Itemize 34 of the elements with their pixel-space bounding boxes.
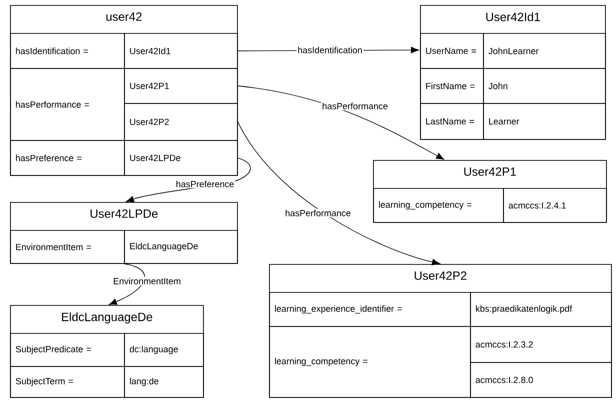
value-cell: User42P1: [124, 68, 238, 104]
value-cell: John: [483, 68, 606, 104]
attribute-cell: SubjectTerm =: [10, 366, 125, 398]
value-cell: User42LPDe: [124, 140, 238, 176]
edge-label: hasPerformance: [284, 208, 352, 218]
edge-label: hasPreference: [174, 180, 236, 188]
edge-label: hasPerformance: [321, 102, 389, 110]
arrow: [108, 263, 145, 305]
attribute-cell: FirstName =: [420, 68, 484, 104]
attribute-cell: LastName =: [420, 103, 484, 140]
attribute-cell: learning_competency =: [373, 188, 504, 223]
value-cell: acmccs:I.2.8.0: [470, 362, 612, 398]
attribute-cell: hasIdentification =: [10, 33, 125, 69]
attribute-cell: hasPerformance =: [10, 68, 125, 141]
value-cell: dc:language: [124, 333, 204, 367]
attribute-cell: EnvironmentItem =: [10, 230, 125, 264]
value-cell: EldcLanguageDe: [124, 230, 238, 264]
value-cell: kbs:praedikatenlogik.pdf: [470, 292, 612, 327]
value-cell: JohnLearner: [483, 33, 606, 69]
attribute-cell: hasPreference =: [10, 140, 125, 176]
edge-label: hasIdentification: [296, 46, 364, 54]
value-cell: acmccs:I.2.4.1: [503, 188, 607, 223]
arrow: [237, 86, 444, 160]
value-cell: User42Id1: [124, 33, 238, 69]
value-cell: acmccs:I.2.3.2: [470, 326, 612, 363]
attribute-cell: learning_experience_identifier =: [269, 292, 471, 327]
value-cell: Learner: [483, 103, 606, 140]
attribute-cell: learning_competency =: [269, 326, 471, 398]
value-cell: User42P2: [124, 103, 238, 141]
edge-label: EnvironmentItem: [112, 276, 182, 286]
value-cell: lang:de: [124, 366, 204, 398]
attribute-cell: UserName =: [420, 33, 484, 69]
arrow: [237, 122, 440, 266]
attribute-cell: SubjectPredicate =: [10, 333, 125, 367]
